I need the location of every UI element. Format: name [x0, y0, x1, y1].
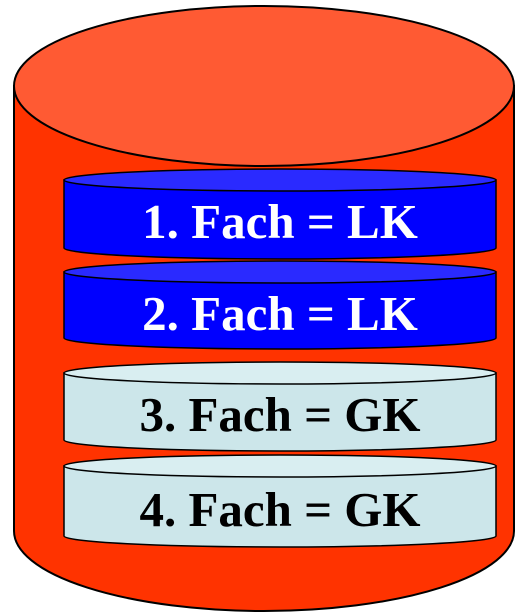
disk-1-label: 1. Fach = LK: [142, 194, 418, 249]
disk-1-body: [63, 179, 497, 260]
disk-4-label: 4. Fach = GK: [139, 482, 420, 537]
disk-2-top: [63, 260, 497, 284]
disk-2-label: 2. Fach = LK: [142, 286, 418, 341]
disk-4-body: [63, 465, 497, 548]
disk-2-body: [63, 271, 497, 350]
disk-3-label: 3. Fach = GK: [139, 387, 420, 442]
disk-3-body: [63, 372, 497, 452]
disk-2: 2. Fach = LK: [63, 260, 497, 350]
disk-1-top: [63, 168, 497, 192]
disk-3: 3. Fach = GK: [63, 361, 497, 452]
outer-cylinder-top: [13, 5, 515, 167]
disk-4: 4. Fach = GK: [63, 454, 497, 548]
disk-3-top: [63, 361, 497, 385]
disk-1: 1. Fach = LK: [63, 168, 497, 260]
disk-4-top: [63, 454, 497, 478]
